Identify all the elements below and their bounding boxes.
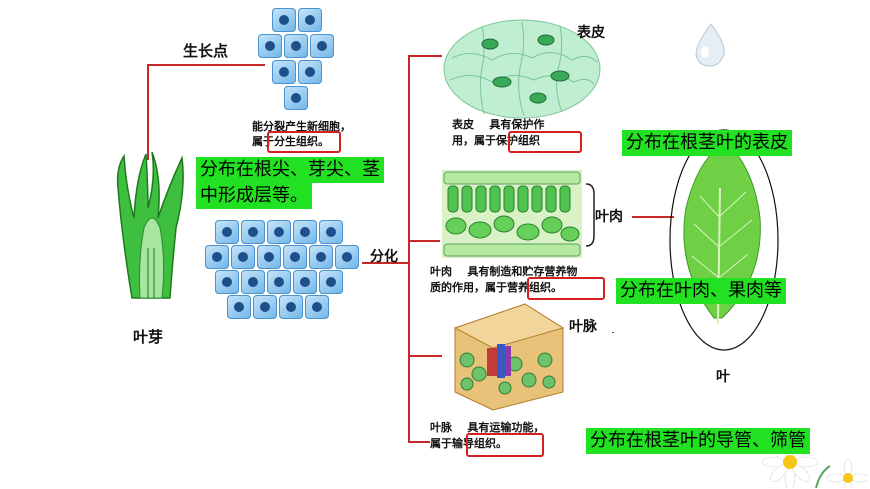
mesophyll-illustration <box>442 170 582 258</box>
epidermis-tissue: 保护组织 <box>496 134 540 147</box>
connector-bottom <box>408 441 430 443</box>
vein-box <box>466 433 544 457</box>
leaf-bud-illustration <box>116 151 184 299</box>
meristem-desc-line1: 能分裂产生新细胞， <box>252 120 351 133</box>
vein-illustration <box>453 303 565 411</box>
differentiation-label: 分化 <box>370 249 398 265</box>
mesophyll-tissue: 营养组织 <box>507 281 551 294</box>
meristem-highlight-1: 分布在根尖、芽尖、茎 <box>196 157 384 183</box>
epidermis-illustration <box>443 19 601 119</box>
connector-vein <box>408 355 442 357</box>
meristem-highlight-2: 中形成层等。 <box>196 183 312 209</box>
connector-meso <box>408 240 440 242</box>
nutrient-highlight: 分布在叶肉、果肉等 <box>616 278 786 304</box>
vein-desc-line1: 叶脉 具有运输功能， <box>430 421 545 434</box>
mesophyll-desc-line1: 叶肉 具有制造和贮存营养物 <box>430 265 578 278</box>
vein-label: 叶脉 <box>569 319 597 335</box>
connector-budstem <box>147 64 149 160</box>
mesophyll-box <box>527 277 605 300</box>
meristem-box <box>267 131 341 153</box>
mesophyll-label: 叶肉 <box>595 209 623 225</box>
protective-highlight: 分布在根茎叶的表皮 <box>622 130 792 156</box>
conductive-highlight: 分布在根茎叶的导管、筛管 <box>586 428 810 454</box>
growth-point-label: 生长点 <box>183 42 229 60</box>
meristem-cells-grid <box>205 215 365 320</box>
meristem-tissue: 分生组织 <box>274 135 318 148</box>
connector-epi <box>408 55 442 57</box>
meristem-cells-top <box>258 4 344 116</box>
mesophyll-bracket <box>585 183 595 247</box>
vein-tissue: 输导组织 <box>452 437 496 450</box>
leaf-bud-label: 叶芽 <box>133 328 164 346</box>
mesophyll-desc-line2: 质的作用，属于营养组织。 <box>430 281 562 294</box>
epidermis-desc-line1: 表皮 具有保护作 <box>452 118 545 131</box>
leaf-label: 叶 <box>716 369 730 385</box>
epidermis-box <box>508 131 582 153</box>
leaf-illustration <box>669 129 779 351</box>
connector-vein-leaf <box>612 332 614 333</box>
connector-growth-h <box>147 64 265 66</box>
connector-trunk <box>408 55 410 443</box>
epidermis-desc-line2: 用，属于保护组织 <box>452 134 540 147</box>
vein-desc-line2: 属于输导组织。 <box>430 437 507 450</box>
connector-meso-leaf <box>632 216 674 218</box>
epidermis-label: 表皮 <box>577 25 605 41</box>
connector-diff-h <box>362 262 410 264</box>
water-drop-icon <box>695 23 725 67</box>
